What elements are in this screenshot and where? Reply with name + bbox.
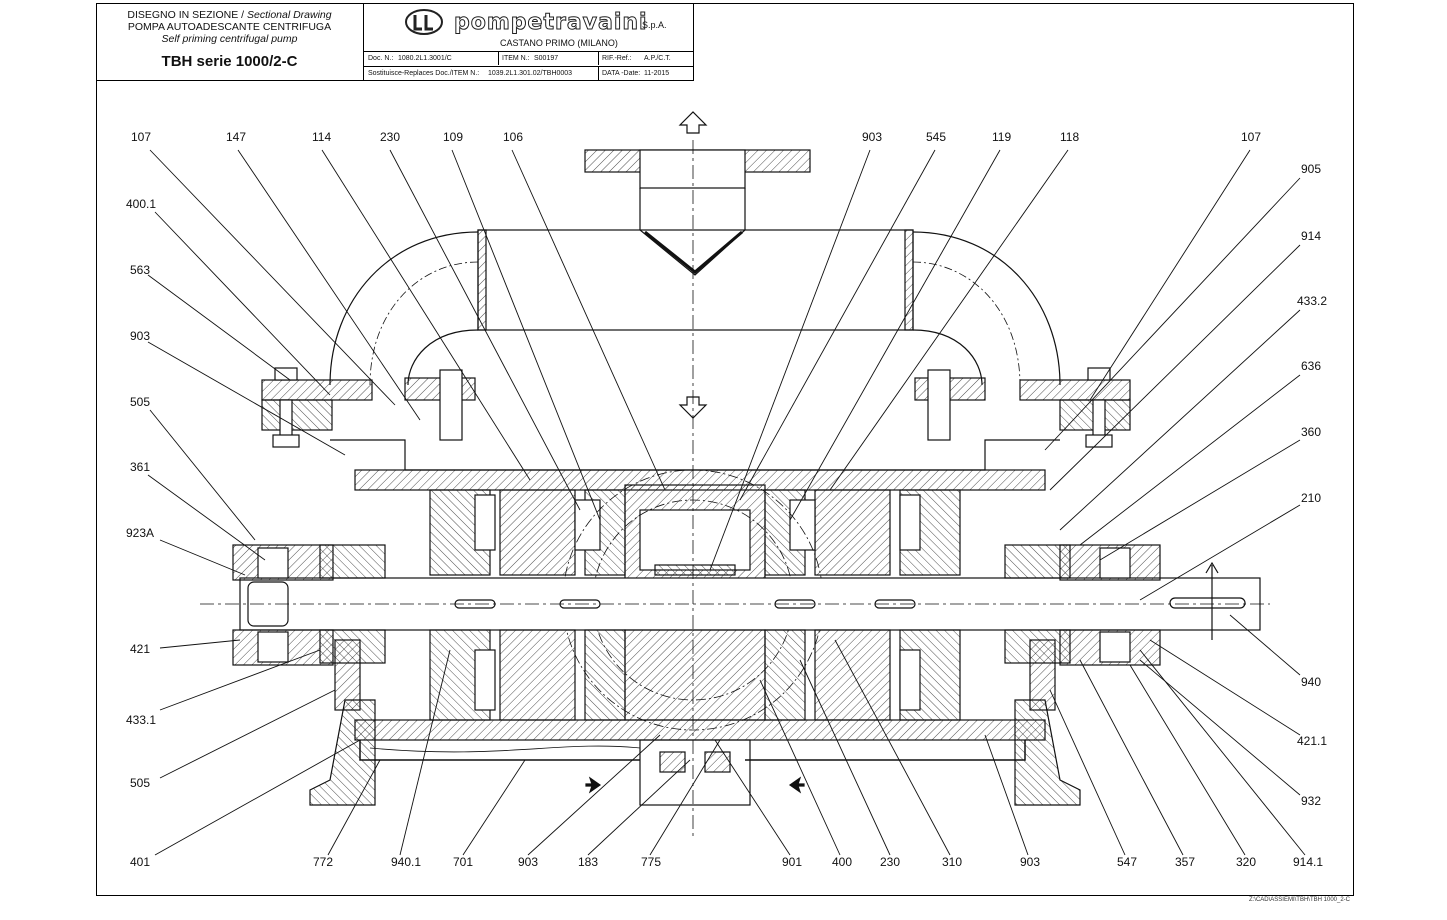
callout-bottom-7: 901 — [782, 855, 803, 869]
rotation-arrow-icon — [1205, 561, 1219, 640]
callout-right-9: 932 — [1301, 794, 1322, 808]
callout-bottom-12: 547 — [1117, 855, 1138, 869]
title-line-1-it: DISEGNO IN SEZIONE / — [127, 9, 245, 21]
file-path: Z:\CAD\ASSIEMI\TBH\TBH 1000_2-C — [1248, 897, 1350, 903]
title-line-3: Self priming centrifugal pump — [161, 33, 298, 45]
inlet-arrow-left-icon — [585, 776, 602, 794]
title-block-description: DISEGNO IN SEZIONE / Sectional Drawing P… — [96, 3, 364, 81]
callout-bottom-4: 903 — [518, 855, 539, 869]
doc-label: Doc. N.: — [368, 55, 394, 62]
callout-bottom-11: 903 — [1020, 855, 1041, 869]
callout-left-6: 923A — [126, 526, 155, 540]
callout-top-9: 119 — [992, 130, 1012, 144]
company-city: CASTANO PRIMO (MILANO) — [500, 38, 618, 48]
title-line-1: DISEGNO IN SEZIONE / Sectional Drawing — [96, 9, 363, 21]
leader-lines — [147, 149, 1306, 856]
right-foot — [1014, 699, 1081, 806]
callout-top-1: 107 — [131, 130, 152, 144]
replaces-label: Sostituisce-Replaces Doc./ITEM N.: — [368, 70, 480, 77]
callout-top-5: 109 — [443, 130, 464, 144]
discharge-arrow-icon — [678, 111, 708, 134]
company-logo: pompetravaini S.p.A. CASTANO PRIMO (MILA… — [404, 8, 674, 48]
date-label: DATA -Date: — [602, 70, 641, 77]
left-bend — [329, 231, 479, 386]
callout-bottom-8: 400 — [832, 855, 853, 869]
callout-bottom-6: 775 — [641, 855, 662, 869]
callout-top-2: 147 — [226, 130, 247, 144]
ref-label: RIF.-Ref.: — [602, 55, 632, 62]
casing-bottom — [354, 719, 1046, 741]
callout-top-6: 106 — [503, 130, 524, 144]
callout-bottom-14: 320 — [1236, 855, 1257, 869]
callout-bottom-13: 357 — [1175, 855, 1196, 869]
date-value: 11-2015 — [644, 70, 670, 77]
title-block-company: pompetravaini S.p.A. CASTANO PRIMO (MILA… — [364, 3, 694, 81]
drain-chamber — [639, 739, 751, 806]
callout-right-6: 210 — [1301, 491, 1322, 505]
company-name: pompetravaini — [454, 10, 648, 36]
flow-arrow-icon — [678, 396, 708, 419]
title-block: DISEGNO IN SEZIONE / Sectional Drawing P… — [96, 3, 696, 81]
left-bearing-assembly — [232, 544, 386, 711]
logo-mark-icon — [405, 9, 443, 35]
replaces-row: Sostituisce-Replaces Doc./ITEM N.: 1039.… — [364, 66, 694, 80]
callout-top-8: 545 — [926, 130, 947, 144]
inlet-arrow-right-icon — [788, 776, 805, 794]
callout-left-10: 401 — [130, 855, 151, 869]
callout-bottom-15: 914.1 — [1293, 855, 1324, 869]
callout-left-5: 361 — [130, 460, 151, 474]
callout-right-8: 421.1 — [1297, 734, 1328, 748]
callout-left-3: 903 — [130, 329, 151, 343]
left-foot — [309, 699, 376, 806]
callout-right-3: 433.2 — [1297, 294, 1328, 308]
callout-bottom-1: 772 — [313, 855, 334, 869]
callout-right-1: 905 — [1301, 162, 1322, 176]
callout-left-9: 505 — [130, 776, 151, 790]
callout-bottom-2: 940.1 — [391, 855, 422, 869]
callout-bottom-10: 310 — [942, 855, 963, 869]
callout-bottom-3: 701 — [453, 855, 474, 869]
callout-top-10: 118 — [1060, 130, 1080, 144]
stages-lower — [429, 629, 961, 721]
model-name: TBH serie 1000/2-C — [161, 53, 298, 70]
callout-left-1: 400.1 — [126, 197, 157, 211]
callout-left-8: 433.1 — [126, 713, 157, 727]
right-bearing-assembly — [1004, 544, 1161, 711]
callout-right-5: 360 — [1301, 425, 1322, 439]
callout-top-4: 230 — [380, 130, 401, 144]
callout-bottom-9: 230 — [880, 855, 901, 869]
title-line-1-en: Sectional Drawing — [246, 9, 332, 21]
replaces-value: 1039.2L1.301.02/TBH0003 — [488, 70, 573, 77]
manifold-pipe — [477, 229, 914, 331]
callout-left-7: 421 — [130, 642, 151, 656]
callout-right-2: 914 — [1301, 229, 1322, 243]
callout-right-7: 940 — [1301, 675, 1322, 689]
callout-top-11: 107 — [1241, 130, 1262, 144]
doc-row: Doc. N.: 1080.2L1.3001/C ITEM N.: S00197… — [364, 51, 694, 65]
callout-bottom-5: 183 — [578, 855, 599, 869]
item-value: S00197 — [534, 55, 559, 62]
title-line-2: POMPA AUTOADESCANTE CENTRIFUGA — [127, 21, 332, 33]
callout-top-7: 903 — [862, 130, 883, 144]
callout-right-4: 636 — [1301, 359, 1322, 373]
callout-top-3: 114 — [312, 130, 332, 144]
item-label: ITEM N.: — [502, 55, 530, 62]
callout-left-4: 505 — [130, 395, 151, 409]
doc-value: 1080.2L1.3001/C — [398, 55, 452, 62]
stages-upper — [429, 489, 961, 576]
drawing-frame — [96, 3, 1354, 896]
callout-left-2: 563 — [130, 263, 151, 277]
ref-value: A.P./C.T. — [644, 55, 671, 62]
right-bend — [912, 231, 1061, 386]
company-suffix: S.p.A. — [642, 20, 667, 30]
